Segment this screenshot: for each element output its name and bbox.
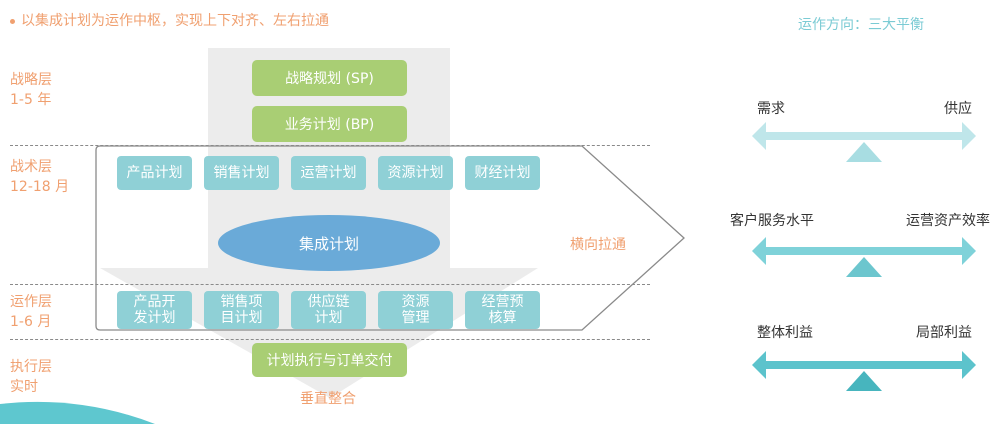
ops-box-product-dev: 产品开 发计划: [117, 291, 192, 329]
balance-1-right: 供应: [944, 101, 972, 117]
tactical-box-sales: 销售计划: [204, 156, 279, 190]
balance-2-left: 客户服务水平: [730, 213, 814, 229]
balance-3-left: 整体利益: [757, 325, 813, 341]
ops-box-resource-mgmt: 资源 管理: [378, 291, 453, 329]
balance-title: 运作方向：三大平衡: [798, 17, 924, 33]
balance-3-right: 局部利益: [916, 325, 972, 341]
separator-1: [10, 145, 650, 146]
balance-2-right: 运营资产效率: [906, 213, 990, 229]
integrated-planning-hub: 集成计划: [218, 215, 440, 271]
balance-scale-2: [752, 237, 976, 277]
vertical-integration-label: 垂直整合: [300, 391, 356, 407]
horizontal-alignment-label: 横向拉通: [570, 237, 626, 253]
execution-box: 计划执行与订单交付: [252, 343, 407, 377]
layer-execution: 执行层实时: [10, 359, 52, 395]
tactical-box-finance: 财经计划: [465, 156, 540, 190]
corner-decoration: [0, 401, 155, 424]
ops-box-supply-chain: 供应链 计划: [291, 291, 366, 329]
headline: 以集成计划为运作中枢，实现上下对齐、左右拉通: [10, 10, 329, 30]
balance-scale-3: [752, 351, 976, 391]
strategic-planning-box: 战略规划 (SP): [252, 60, 407, 96]
separator-2: [10, 284, 650, 285]
tactical-box-product: 产品计划: [117, 156, 192, 190]
separator-3: [10, 339, 650, 340]
tactical-box-operations: 运营计划: [291, 156, 366, 190]
ops-box-budget: 经营预 核算: [465, 291, 540, 329]
ops-box-sales-project: 销售项 目计划: [204, 291, 279, 329]
balance-scale-1: [752, 122, 976, 162]
balance-1-left: 需求: [757, 101, 785, 117]
tactical-box-resources: 资源计划: [378, 156, 453, 190]
business-plan-box: 业务计划 (BP): [252, 106, 407, 142]
bullet-icon: [10, 18, 15, 24]
